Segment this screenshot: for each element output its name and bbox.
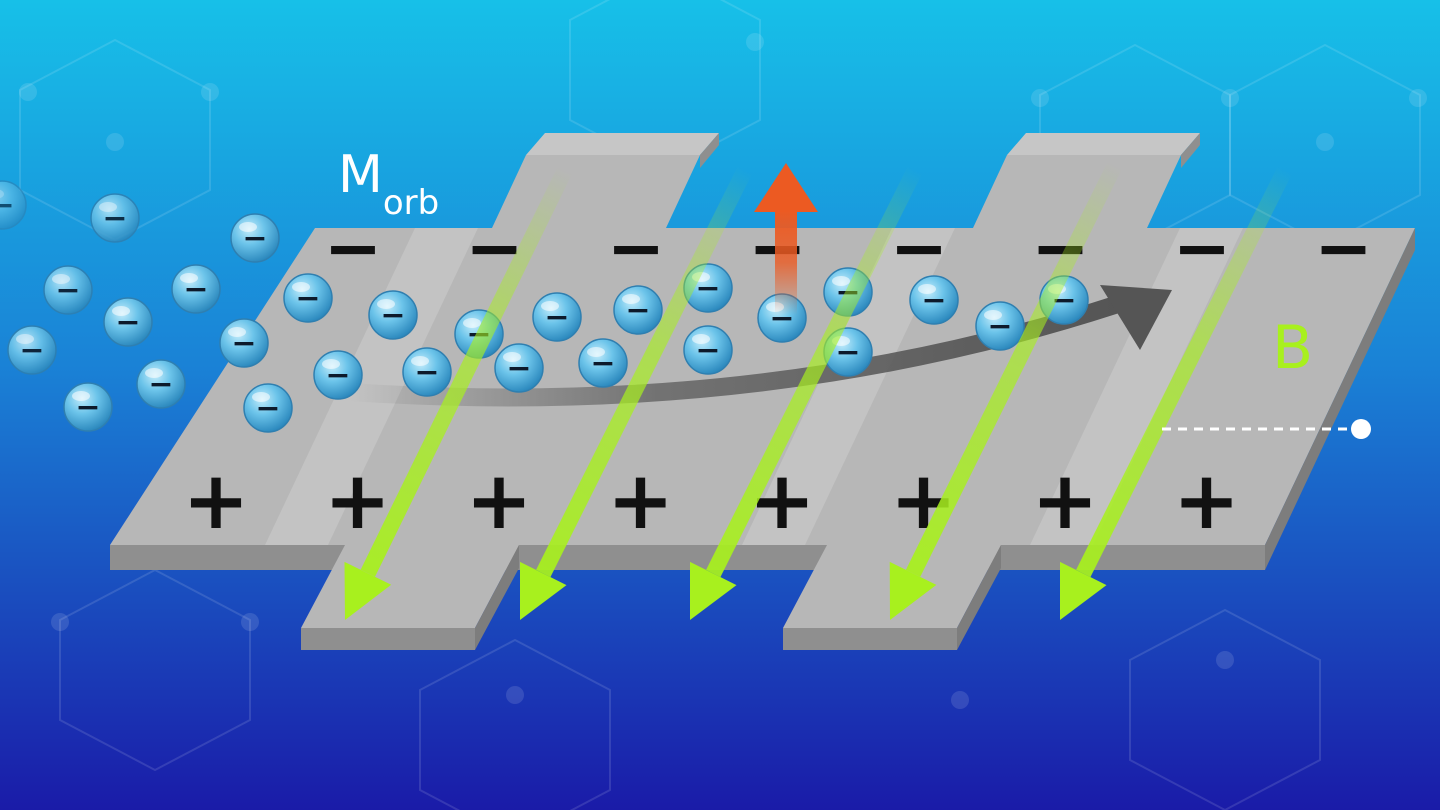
svg-text:−: − — [506, 351, 531, 386]
field-arrow-icon — [520, 166, 753, 620]
svg-text:−: − — [544, 300, 569, 335]
negative-charge-symbol: − — [1314, 207, 1373, 289]
positive-charge-symbol: + — [465, 454, 532, 547]
positive-charge-symbol: + — [1173, 454, 1240, 547]
electron-icon: − — [63, 382, 113, 432]
electron-icon: − — [494, 343, 544, 393]
svg-text:−: − — [380, 298, 405, 333]
field-arrows — [344, 161, 1293, 620]
electron-icon: − — [613, 285, 663, 335]
negative-charge-row: −−−−−−−− — [324, 207, 1373, 289]
svg-text:−: − — [0, 188, 15, 223]
svg-text:−: − — [19, 333, 44, 368]
svg-text:−: − — [255, 391, 280, 426]
svg-text:−: − — [987, 309, 1012, 344]
positive-charge-symbol: + — [182, 454, 249, 547]
negative-charge-symbol: − — [324, 207, 383, 289]
svg-text:−: − — [590, 346, 615, 381]
positive-charge-symbol: + — [1031, 454, 1098, 547]
moment-label-sub: orb — [383, 183, 439, 223]
svg-text:−: − — [295, 281, 320, 316]
svg-text:−: − — [325, 358, 350, 393]
electron-icon: − — [171, 264, 221, 314]
svg-text:−: − — [75, 390, 100, 425]
electron-icon: − — [243, 383, 293, 433]
svg-text:−: − — [625, 293, 650, 328]
electron-icon: − — [909, 275, 959, 325]
negative-charge-symbol: − — [890, 207, 949, 289]
svg-text:−: − — [921, 283, 946, 318]
moment-label-main: M — [338, 145, 383, 205]
svg-text:−: − — [835, 335, 860, 370]
negative-charge-symbol: − — [1173, 207, 1232, 289]
positive-charge-row: ++++++++ — [182, 454, 1240, 547]
electron-icon: − — [402, 347, 452, 397]
electron-icon: − — [0, 180, 27, 230]
electron-icon: − — [103, 297, 153, 347]
electron-icon: − — [43, 265, 93, 315]
svg-text:−: − — [148, 367, 173, 402]
electron-icon: − — [532, 292, 582, 342]
electron-icon: − — [219, 318, 269, 368]
electron-icon: − — [7, 325, 57, 375]
svg-text:−: − — [242, 221, 267, 256]
moment-label: Morb — [338, 145, 439, 223]
field-arrow-icon — [690, 166, 923, 620]
moment-arrow-icon — [754, 163, 818, 315]
svg-text:−: − — [55, 273, 80, 308]
field-arrow-icon — [344, 166, 573, 620]
electron-icon: − — [283, 273, 333, 323]
slab-tab-upper-right — [973, 133, 1200, 228]
electron-icon: − — [683, 325, 733, 375]
svg-text:−: − — [695, 333, 720, 368]
field-arrow-icon — [1060, 166, 1293, 620]
field-label: B — [1272, 313, 1313, 383]
electron-icon: − — [313, 350, 363, 400]
electron-icon: − — [136, 359, 186, 409]
field-arrow-icon — [889, 161, 1123, 620]
svg-text:−: − — [102, 201, 127, 236]
svg-text:−: − — [414, 355, 439, 390]
positive-charge-symbol: + — [607, 454, 674, 547]
electron-icon: − — [578, 338, 628, 388]
svg-text:−: − — [231, 326, 256, 361]
negative-charge-symbol: − — [607, 207, 666, 289]
electron-icon: − — [368, 290, 418, 340]
svg-text:−: − — [183, 272, 208, 307]
svg-text:−: − — [115, 305, 140, 340]
electron-icon: − — [975, 301, 1025, 351]
electron-icon: − — [230, 213, 280, 263]
electron-icon: − — [90, 193, 140, 243]
field-pointer — [1162, 419, 1371, 439]
